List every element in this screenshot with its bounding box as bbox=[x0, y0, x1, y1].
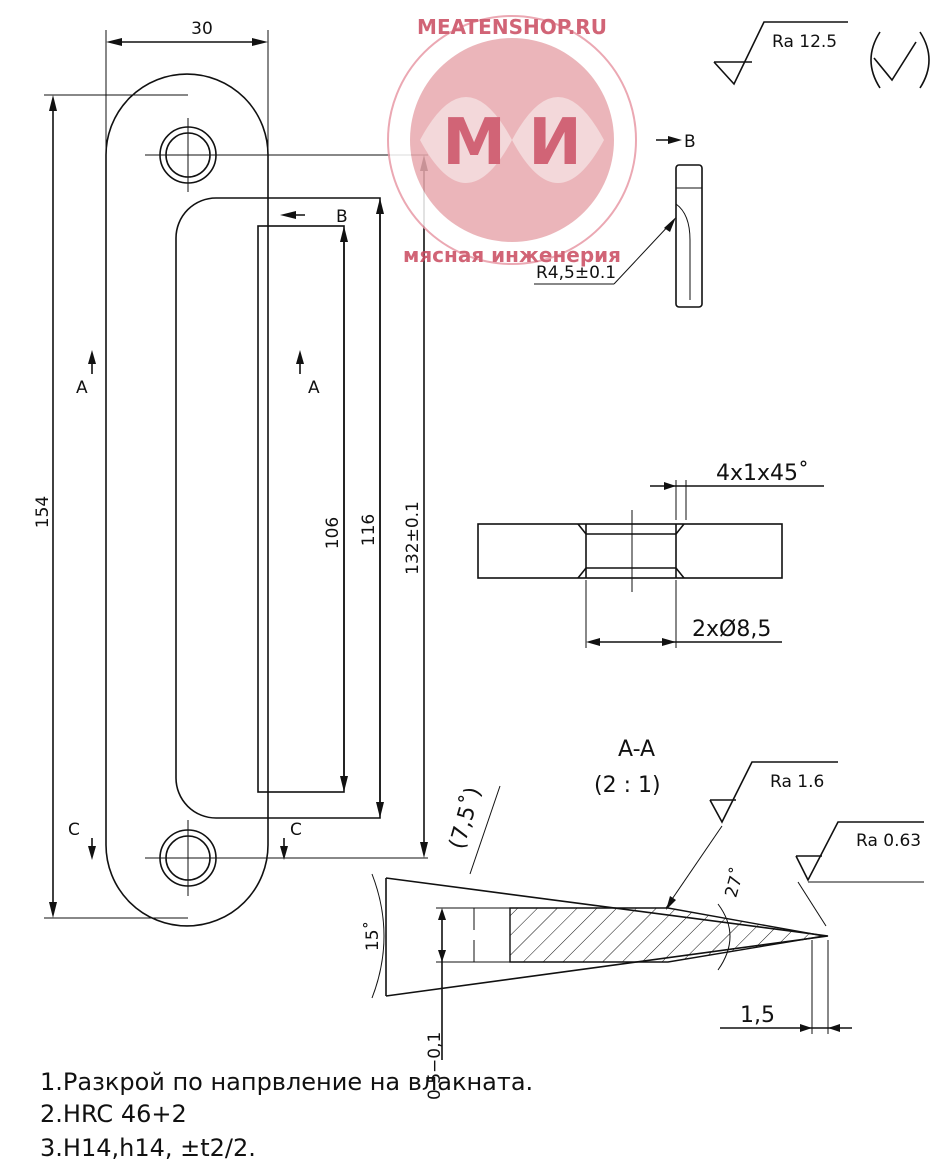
logo-letters: М И bbox=[442, 106, 582, 180]
dim-thickness: 0 5−0,1 bbox=[425, 1032, 445, 1100]
section-c-left: C bbox=[68, 820, 80, 840]
section-b-view: B R4,5±0.1 bbox=[534, 132, 703, 308]
blade-section-hatch bbox=[509, 907, 825, 963]
logo-lens-left bbox=[420, 97, 512, 183]
dim-tip: 1,5 bbox=[740, 1003, 775, 1028]
plate-outline bbox=[105, 73, 269, 927]
roughness-general-label: Ra 12.5 bbox=[772, 32, 837, 52]
dim-angle-15: 15˚ bbox=[362, 921, 383, 951]
note-3: 3.H14,h14, ±t2/2. bbox=[40, 1134, 256, 1162]
section-b-plate: B bbox=[336, 207, 348, 227]
notes: 1.Разкрой по напрвление на влакната. 2.H… bbox=[40, 1068, 533, 1162]
section-a-right: A bbox=[308, 378, 320, 398]
dim-slot-inner: 106 bbox=[323, 517, 343, 549]
logo-lens-right bbox=[512, 97, 604, 183]
logo-top-text: MEATENSHOP.RU bbox=[417, 15, 607, 39]
logo-watermark: М И MEATENSHOP.RU мясная инженерия bbox=[387, 15, 637, 267]
dim-edge-angle: (7,5˚) bbox=[445, 784, 486, 852]
blade-profile bbox=[385, 877, 829, 997]
inner-cut bbox=[257, 225, 345, 793]
section-b-side-label: B bbox=[684, 132, 696, 152]
note-1: 1.Разкрой по напрвление на влакната. bbox=[40, 1068, 533, 1096]
dim-length-total: 154 bbox=[33, 496, 53, 528]
roughness-edge-label: Ra 0.63 bbox=[856, 831, 921, 851]
roughness-general: Ra 12.5 bbox=[713, 21, 930, 89]
dim-angle-27: 27˚ bbox=[720, 865, 748, 900]
dim-holes: 2xØ8,5 bbox=[692, 617, 771, 642]
logo-ring-text: мясная инженерия bbox=[403, 243, 621, 267]
note-2: 2.HRC 46+2 bbox=[40, 1100, 187, 1128]
dim-chamfer: 4x1x45˚ bbox=[716, 461, 809, 486]
slot-outline bbox=[175, 197, 381, 819]
side-edge bbox=[675, 164, 703, 308]
dim-width: 30 bbox=[191, 19, 213, 39]
hole-detail-view: 4x1x45˚ 2xØ8,5 bbox=[477, 461, 824, 648]
section-a-left: A bbox=[76, 378, 88, 398]
section-c-right: C bbox=[290, 820, 302, 840]
section-aa-title: A-A bbox=[618, 737, 655, 762]
dim-slot-outer: 116 bbox=[359, 514, 379, 546]
section-aa-scale: (2 : 1) bbox=[594, 773, 661, 798]
plate-main-view: 30 154 106 116 132±0.1 A A bbox=[33, 19, 428, 927]
dim-hole-center: 132±0.1 bbox=[403, 501, 423, 575]
dim-bend-radius: R4,5±0.1 bbox=[536, 263, 616, 283]
section-aa-view: A-A (2 : 1) 15˚ (7,5˚) 27˚ Ra 1.6 R bbox=[362, 737, 924, 1100]
roughness-face-label: Ra 1.6 bbox=[770, 772, 824, 792]
